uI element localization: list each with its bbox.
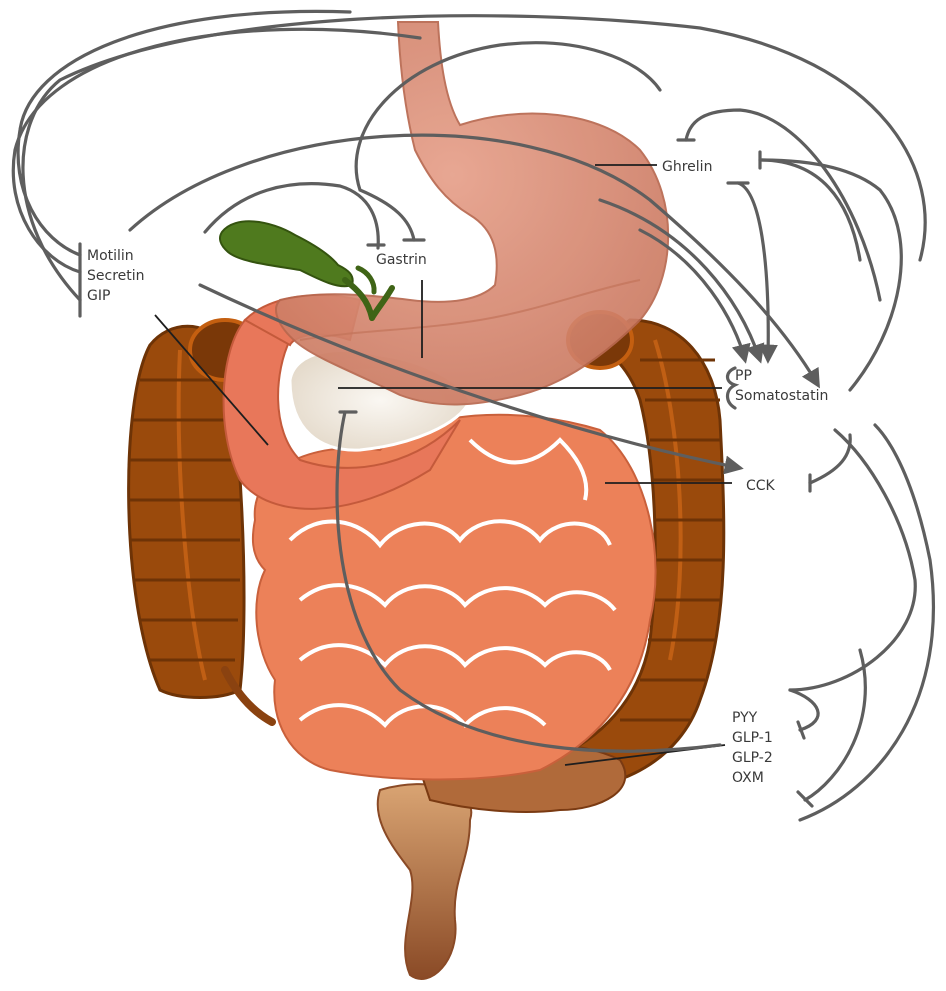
label-gastrin: Gastrin bbox=[376, 252, 427, 268]
label-oxm: OXM bbox=[732, 770, 764, 786]
label-glp1: GLP-1 bbox=[732, 730, 773, 746]
label-cck: CCK bbox=[746, 478, 776, 494]
arrow-cck-bar bbox=[810, 435, 850, 483]
label-somatostatin: Somatostatin bbox=[735, 388, 828, 404]
label-secretin: Secretin bbox=[87, 268, 145, 284]
bracket-pp-somatostatin bbox=[728, 368, 736, 408]
arrow-ghrelin-to-pp bbox=[738, 183, 768, 360]
pyy-bar-2 bbox=[798, 792, 812, 806]
label-motilin: Motilin bbox=[87, 248, 134, 264]
arrow-pyy-to-somatostatin bbox=[800, 425, 933, 820]
arrow-pyy-to-cck bbox=[790, 430, 915, 690]
arrow-ghrelin-inhibit bbox=[686, 110, 880, 300]
label-ghrelin: Ghrelin bbox=[662, 159, 712, 175]
arrow-ghrelin-somatostatin-bar bbox=[760, 160, 860, 260]
label-glp2: GLP-2 bbox=[732, 750, 773, 766]
stomach bbox=[276, 22, 668, 404]
arrow-pyy-inhibit-1 bbox=[790, 690, 818, 730]
label-gip: GIP bbox=[87, 288, 110, 304]
rectum bbox=[378, 784, 472, 979]
arrow-ghrelin-to-motilin bbox=[18, 11, 350, 255]
label-pp: PP bbox=[735, 368, 752, 384]
arrow-pyy-to-ghrelin bbox=[762, 160, 901, 390]
label-pyy: PYY bbox=[732, 710, 758, 726]
